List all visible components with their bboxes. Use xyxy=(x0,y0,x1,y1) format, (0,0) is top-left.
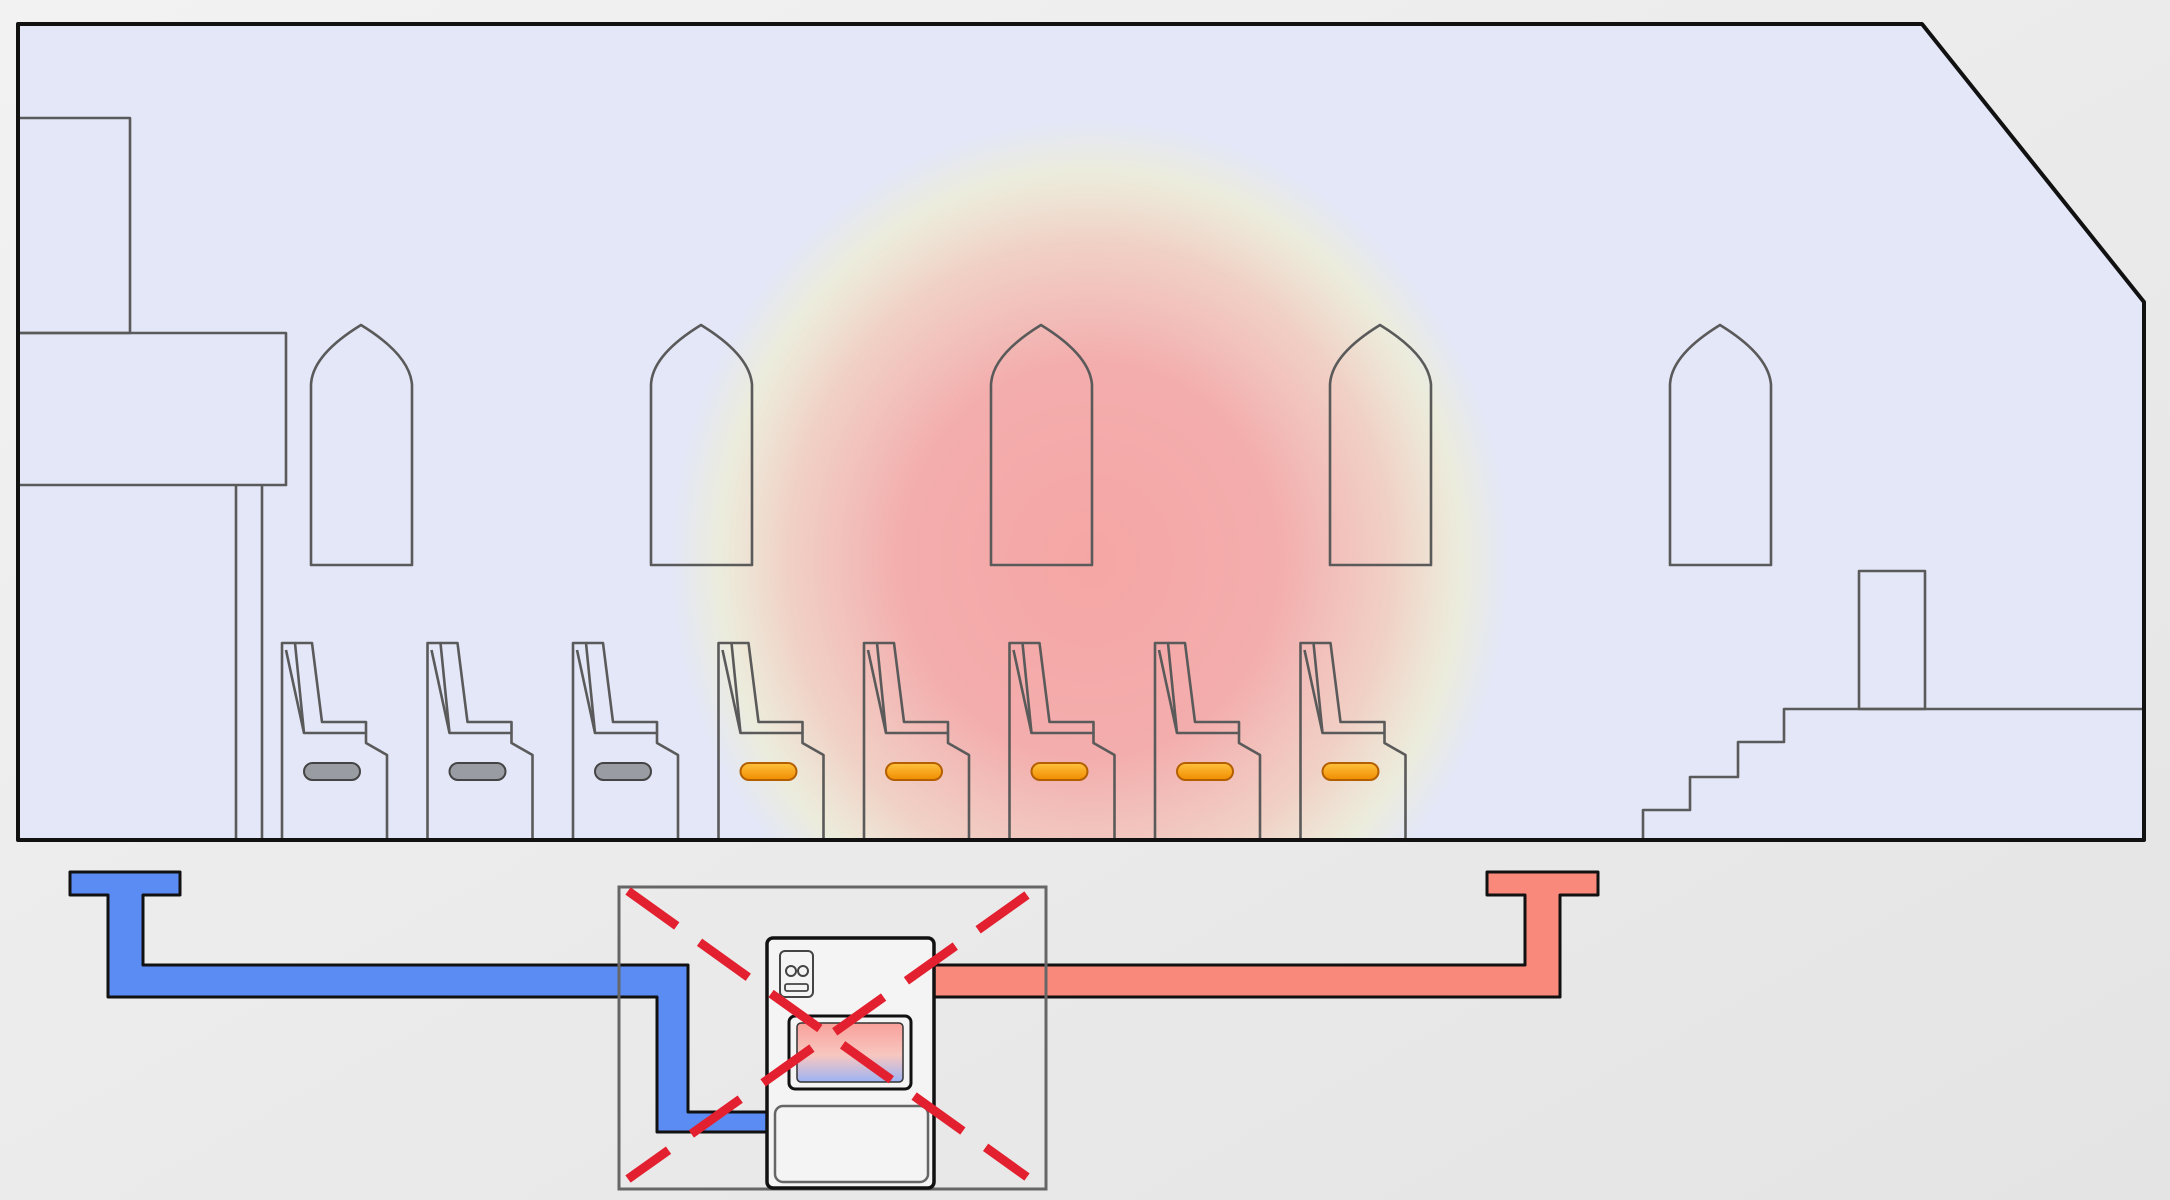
window xyxy=(1328,323,1433,567)
boiler-room xyxy=(617,885,1048,1191)
seat-heater-on xyxy=(885,762,943,781)
cross-out-icon xyxy=(625,887,1030,1183)
pew xyxy=(426,641,534,840)
windows xyxy=(309,323,1773,567)
window xyxy=(309,323,414,567)
seat-heater-off xyxy=(594,762,652,781)
altar-steps xyxy=(1641,707,2144,840)
seat-heater-off xyxy=(303,762,361,781)
window xyxy=(989,323,1094,567)
boiler-icon xyxy=(765,936,936,1190)
church-interior xyxy=(16,22,2146,842)
pews xyxy=(280,641,1407,840)
seat-heater-off xyxy=(448,762,507,781)
seat-heater-on xyxy=(1321,762,1380,781)
seat-heater-on xyxy=(1030,762,1089,781)
pew xyxy=(1299,641,1407,840)
church-outline xyxy=(16,22,2146,842)
pew xyxy=(1008,641,1116,840)
pew xyxy=(1153,641,1262,840)
pew xyxy=(571,641,680,840)
pew xyxy=(717,641,825,840)
seat-heater-on xyxy=(739,762,798,781)
seat-heater-on xyxy=(1176,762,1234,781)
boiler-controls xyxy=(779,950,814,998)
pew xyxy=(862,641,971,840)
window xyxy=(1668,323,1773,567)
pew xyxy=(280,641,389,840)
boiler-base-panel xyxy=(773,1104,930,1184)
window xyxy=(649,323,754,567)
altar-door xyxy=(1857,569,1927,711)
altar-area xyxy=(1641,569,2144,840)
